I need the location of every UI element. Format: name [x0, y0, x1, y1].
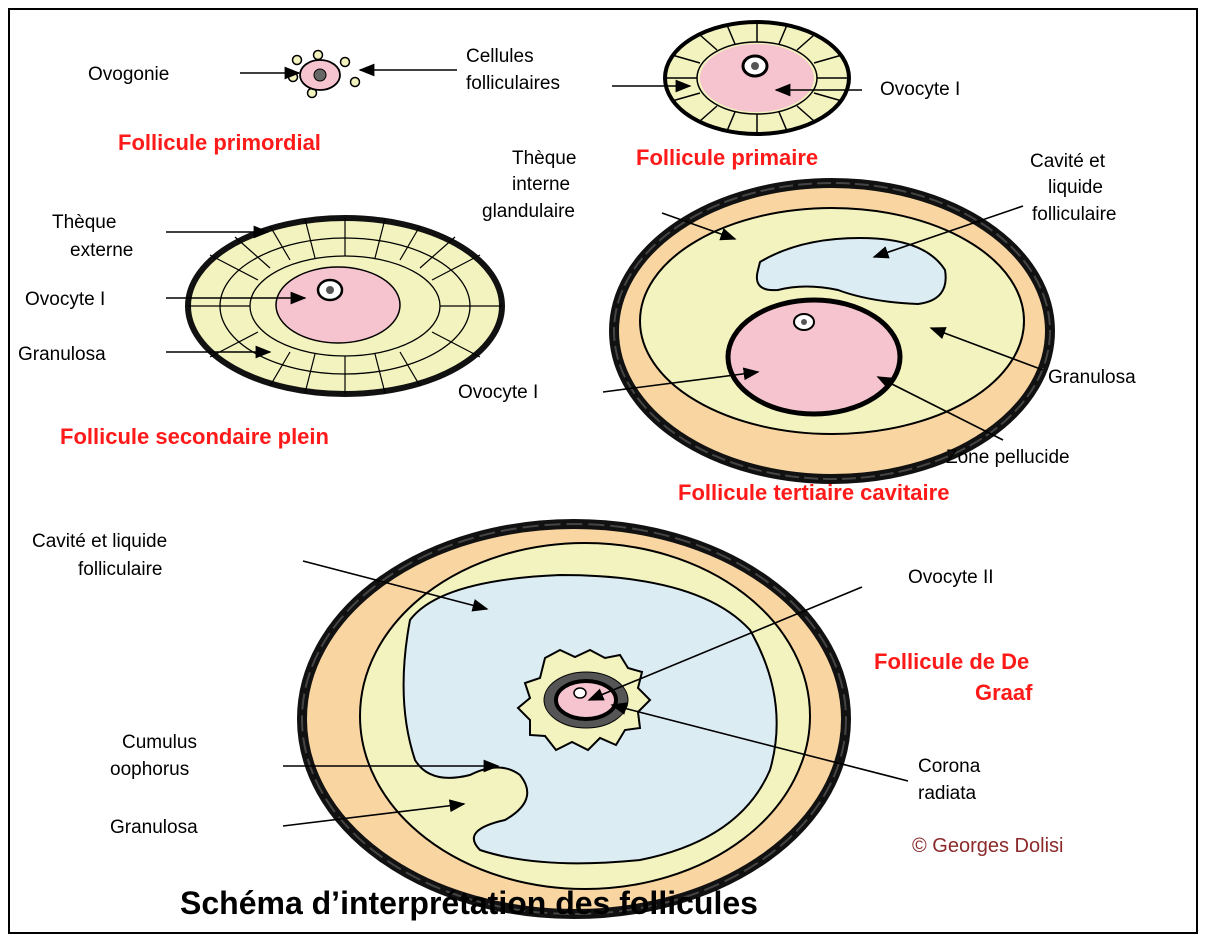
title-follicule-primaire: Follicule primaire: [636, 145, 818, 170]
title-follicule-de-graaf-line2: Graaf: [975, 680, 1033, 705]
label-theque-externe-line2: externe: [70, 240, 133, 261]
primordial-follicle: [289, 51, 360, 98]
label-theque-interne-line2: interne: [512, 174, 570, 195]
label-theque-interne-line3: glandulaire: [482, 201, 575, 222]
label-cavite-tertiaire-line1: Cavité et: [1030, 151, 1106, 172]
label-cavite-tertiaire-line2: liquide: [1048, 177, 1103, 198]
title-follicule-primordial: Follicule primordial: [118, 130, 321, 155]
label-granulosa-de-graaf: Granulosa: [110, 817, 198, 838]
label-cumulus-line2: oophorus: [110, 759, 189, 780]
title-follicule-tertiaire: Follicule tertiaire cavitaire: [678, 480, 949, 505]
label-granulosa-secondaire: Granulosa: [18, 344, 106, 365]
label-cavite-de-graaf-line1: Cavité et liquide: [32, 531, 167, 552]
label-granulosa-tertiaire: Granulosa: [1048, 367, 1136, 388]
label-cellules-folliculaires-line2: folliculaires: [466, 73, 560, 94]
title-follicule-secondaire: Follicule secondaire plein: [60, 424, 329, 449]
secondary-follicle: [188, 218, 502, 394]
label-ovocyte-i-primaire: Ovocyte I: [880, 79, 960, 100]
label-theque-externe-line1: Thèque: [52, 212, 116, 233]
label-ovocyte-i-secondaire: Ovocyte I: [25, 289, 105, 310]
label-cellules-folliculaires-line1: Cellules: [466, 46, 534, 67]
main-title: Schéma d’interprétation des follicules: [180, 885, 758, 921]
label-theque-interne-line1: Thèque: [512, 148, 576, 169]
label-cumulus-line1: Cumulus: [122, 732, 197, 753]
label-cavite-tertiaire-line3: folliculaire: [1032, 204, 1116, 225]
label-ovocyte-i-tertiaire: Ovocyte I: [458, 382, 538, 403]
copyright-text: © Georges Dolisi: [912, 835, 1063, 857]
label-cavite-de-graaf-line2: folliculaire: [78, 559, 162, 580]
title-follicule-de-graaf-line1: Follicule de De: [874, 649, 1029, 674]
label-ovogonie: Ovogonie: [88, 64, 169, 85]
label-corona-line1: Corona: [918, 756, 981, 777]
label-ovocyte-ii: Ovocyte II: [908, 567, 994, 588]
label-zone-pellucide: Zone pellucide: [946, 447, 1070, 468]
primary-follicle: [665, 22, 849, 134]
tertiary-follicle: [614, 183, 1050, 479]
label-corona-line2: radiata: [918, 783, 977, 804]
